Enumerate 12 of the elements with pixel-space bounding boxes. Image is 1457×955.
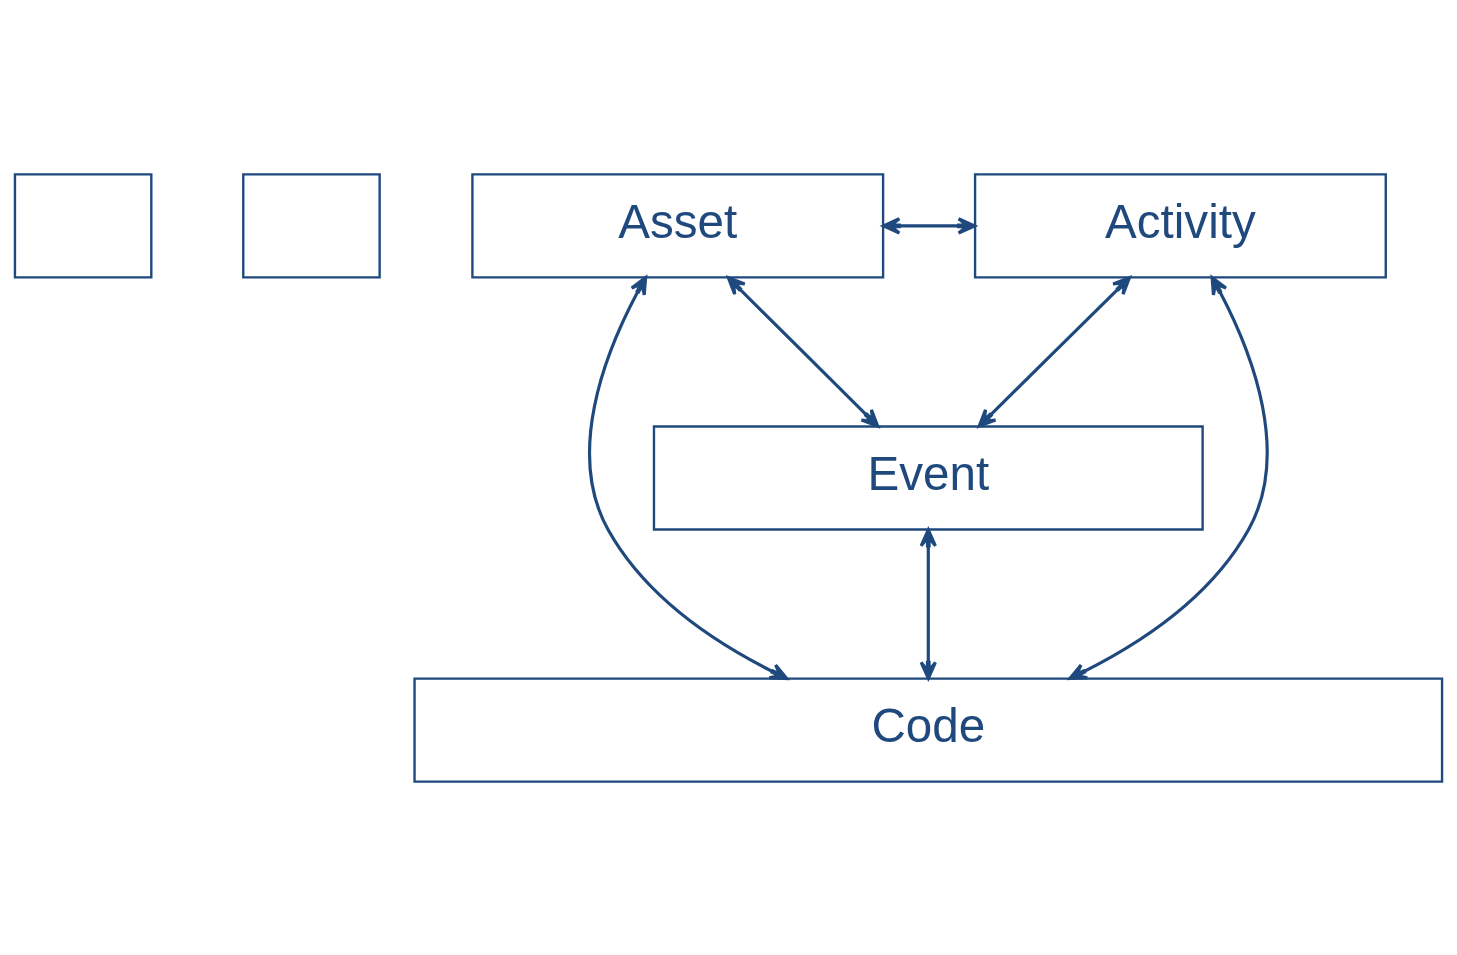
arrow <box>881 216 977 235</box>
arrow <box>1068 275 1269 680</box>
arrow <box>726 275 880 428</box>
node-box <box>242 172 381 279</box>
node-box <box>13 172 153 279</box>
node-box: Activity <box>973 172 1387 279</box>
arrow <box>588 275 789 680</box>
node-box: Asset <box>471 172 885 279</box>
node-box: Code <box>413 676 1444 783</box>
node-box: Event <box>652 424 1204 531</box>
arrow <box>919 527 937 680</box>
arrow <box>977 275 1131 428</box>
